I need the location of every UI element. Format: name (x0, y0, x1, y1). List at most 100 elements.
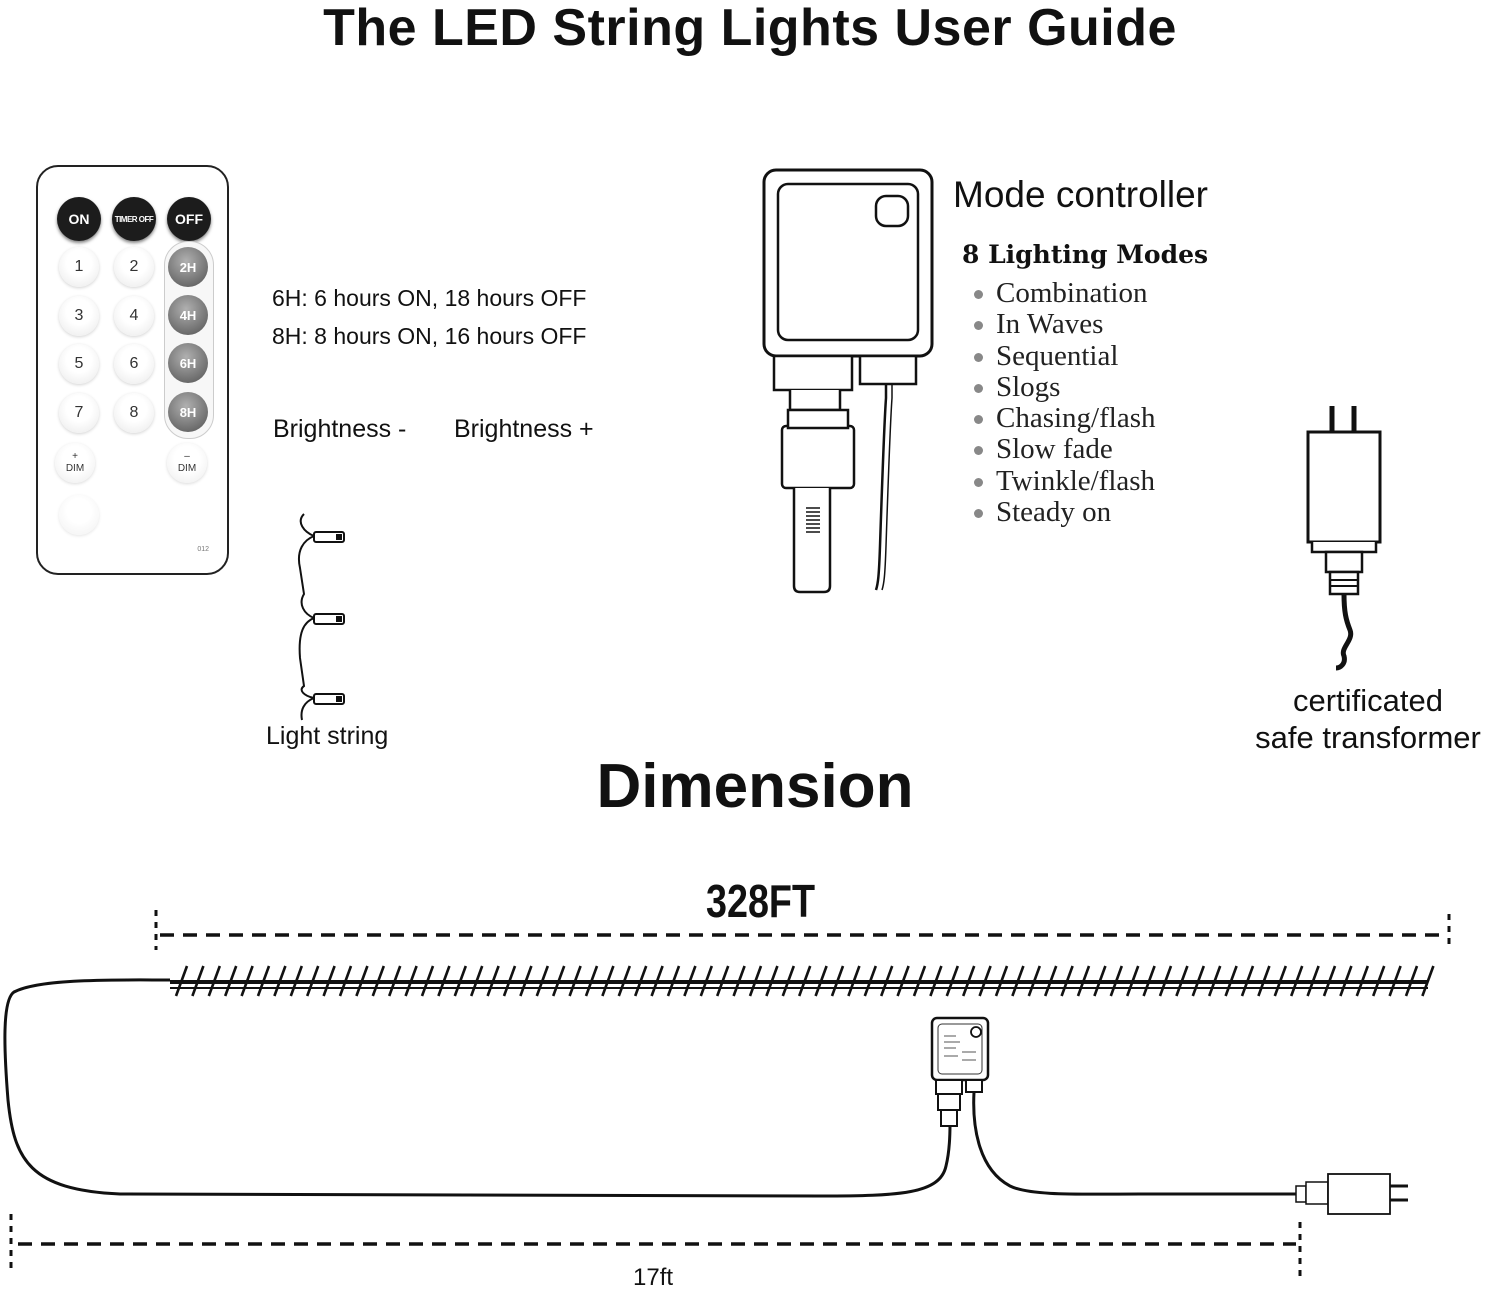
dimension-length-main: 328FT (706, 875, 816, 927)
remote-dim-minus-button[interactable]: – DIM (167, 443, 207, 483)
led-tick (617, 965, 632, 997)
remote-mode-3-button[interactable]: 3 (59, 296, 99, 336)
led-tick (1257, 965, 1271, 997)
remote-dim-plus-button[interactable]: + DIM (55, 443, 95, 483)
led-tick (601, 965, 615, 997)
timer-6h-info: 6H: 6 hours ON, 18 hours OFF (272, 285, 587, 311)
led-tick (847, 965, 861, 997)
mode-controller-title: Mode controller (953, 174, 1209, 215)
dimension-length-lead: 17ft (633, 1264, 674, 1291)
led-tick (404, 965, 418, 997)
led-tick (207, 965, 222, 997)
led-tick (1273, 965, 1288, 997)
led-tick (240, 965, 254, 997)
transformer-label-line1: certificated (1293, 683, 1443, 718)
remote-off-button[interactable]: OFF (167, 197, 211, 241)
led-tick (1027, 965, 1042, 997)
led-tick (1306, 965, 1320, 997)
remote-mode-1-button[interactable]: 1 (59, 247, 99, 287)
remote-timer-off-button[interactable]: TIMER OFF (112, 197, 156, 241)
led-tick (896, 965, 910, 997)
led-tick (961, 965, 976, 997)
led-tick (223, 965, 238, 997)
transformer-illustration (1306, 406, 1382, 671)
led-tick (650, 965, 664, 997)
led-tick (256, 965, 271, 997)
led-tick (584, 965, 599, 997)
led-tick (322, 965, 336, 997)
led-tick (1355, 965, 1370, 997)
led-tick (371, 965, 386, 997)
led-tick (666, 965, 681, 997)
led-tick (699, 965, 714, 997)
dim-plus-label: DIM (65, 463, 85, 474)
led-tick (683, 965, 697, 997)
led-tick (879, 965, 894, 997)
remote-timer-4h-button[interactable]: 4H (168, 295, 208, 335)
remote-mode-5-button[interactable]: 5 (59, 344, 99, 384)
remote-timer-8h-button[interactable]: 8H (168, 392, 208, 432)
mode-controller-illustration (762, 168, 934, 594)
lighting-mode-item: In Waves (972, 308, 1156, 340)
led-tick (1125, 965, 1140, 997)
remote-timer-2h-button[interactable]: 2H (168, 247, 208, 287)
brightness-minus-label: Brightness - (273, 415, 407, 443)
dim-plus-sign: + (72, 451, 78, 462)
led-tick (338, 965, 353, 997)
led-tick (863, 965, 878, 997)
lighting-modes-heading: 8 Lighting Modes (962, 240, 1209, 269)
led-tick (568, 965, 582, 997)
timer-8h-info: 8H: 8 hours ON, 16 hours OFF (272, 323, 587, 349)
remote-model-number: 012 (197, 546, 209, 553)
led-tick (781, 965, 796, 997)
led-tick (1109, 965, 1124, 997)
remote-on-button[interactable]: ON (57, 197, 101, 241)
remote-mode-7-button[interactable]: 7 (59, 393, 99, 433)
led-tick (748, 965, 763, 997)
led-tick-marks (174, 965, 1435, 997)
led-tick (1240, 965, 1255, 997)
remote-mode-4-button[interactable]: 4 (114, 296, 154, 336)
led-tick (978, 965, 992, 997)
led-tick (1093, 965, 1107, 997)
led-tick (453, 965, 468, 997)
lighting-mode-item: Steady on (972, 496, 1156, 528)
led-tick (830, 965, 845, 997)
remote-mode-2-button[interactable]: 2 (114, 247, 154, 287)
led-tick (1371, 965, 1386, 997)
led-tick (945, 965, 960, 997)
led-tick (1043, 965, 1058, 997)
led-tick (174, 965, 189, 997)
dimension-title: Dimension (596, 752, 914, 821)
led-tick (1191, 965, 1206, 997)
remote-timer-6h-button[interactable]: 6H (168, 343, 208, 383)
lighting-mode-item: Chasing/flash (972, 402, 1156, 434)
led-tick (1207, 965, 1222, 997)
led-tick (519, 965, 533, 997)
led-tick (797, 965, 812, 997)
led-tick (1011, 965, 1025, 997)
led-tick (1289, 965, 1304, 997)
led-tick (765, 965, 779, 997)
remote-mode-6-button[interactable]: 6 (114, 344, 154, 384)
remote-control: ON TIMER OFF OFF 1 2 3 4 5 6 7 8 2H 4H 6… (36, 165, 229, 575)
brightness-plus-label: Brightness + (454, 415, 594, 443)
led-tick (486, 965, 500, 997)
transformer-label: certificated safe transformer (1235, 682, 1500, 756)
led-tick (1060, 965, 1074, 997)
led-tick (1322, 965, 1337, 997)
led-tick (289, 965, 304, 997)
led-tick (732, 965, 746, 997)
remote-mode-8-button[interactable]: 8 (114, 393, 154, 433)
led-tick (420, 965, 435, 997)
led-tick (1158, 965, 1173, 997)
light-string-illustration (298, 513, 345, 721)
led-tick (437, 965, 451, 997)
led-tick (1404, 965, 1419, 997)
dimension-diagram (3, 910, 1451, 1278)
lighting-mode-item: Sequential (972, 340, 1156, 372)
led-tick (502, 965, 517, 997)
led-tick (273, 965, 287, 997)
dim-minus-sign: – (184, 451, 190, 462)
remote-blank-button (59, 495, 99, 535)
